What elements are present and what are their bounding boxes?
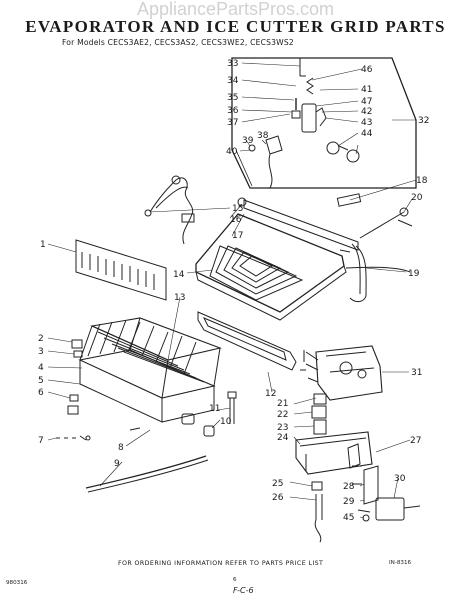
callout-14: 14 bbox=[173, 270, 185, 280]
callout-11: 11 bbox=[209, 404, 220, 414]
callout-31: 31 bbox=[411, 368, 422, 378]
callout-35: 35 bbox=[227, 93, 238, 103]
handwritten-mark: F-C-6 bbox=[233, 586, 254, 595]
page-title: EVAPORATOR AND ICE CUTTER GRID PARTS bbox=[25, 17, 446, 36]
callout-10: 10 bbox=[220, 417, 232, 427]
callout-45: 45 bbox=[343, 513, 354, 523]
callout-15: 15 bbox=[232, 204, 243, 214]
callout-23: 23 bbox=[277, 423, 288, 433]
callout-41: 41 bbox=[361, 85, 372, 95]
callout-21: 21 bbox=[277, 399, 288, 409]
page-number: 6 bbox=[233, 577, 237, 583]
callout-27: 27 bbox=[410, 436, 421, 446]
callout-37: 37 bbox=[227, 118, 238, 128]
callout-13: 13 bbox=[174, 293, 185, 303]
callout-6: 6 bbox=[38, 388, 44, 398]
callout-24: 24 bbox=[277, 433, 289, 443]
callout-44: 44 bbox=[361, 129, 373, 139]
callout-17: 17 bbox=[232, 231, 243, 241]
document-code: 980316 bbox=[6, 580, 28, 586]
callout-40: 40 bbox=[226, 147, 238, 157]
callout-20: 20 bbox=[411, 193, 423, 203]
callout-19: 19 bbox=[408, 269, 420, 279]
callout-29: 29 bbox=[343, 497, 355, 507]
callout-25: 25 bbox=[272, 479, 283, 489]
callout-30: 30 bbox=[394, 474, 406, 484]
ordering-note: FOR ORDERING INFORMATION REFER TO PARTS … bbox=[118, 560, 324, 567]
callout-18: 18 bbox=[416, 176, 428, 186]
callout-46: 46 bbox=[361, 65, 373, 75]
callout-33: 33 bbox=[227, 59, 238, 69]
callout-42: 42 bbox=[361, 107, 372, 117]
callout-39: 39 bbox=[242, 136, 254, 146]
callout-34: 34 bbox=[227, 76, 239, 86]
callout-3: 3 bbox=[38, 347, 44, 357]
callout-8: 8 bbox=[118, 443, 124, 453]
model-list: For Models CECS3AE2, CECS3AS2, CECS3WE2,… bbox=[62, 38, 294, 47]
callout-38: 38 bbox=[257, 131, 269, 141]
callout-2: 2 bbox=[38, 334, 44, 344]
watermark: AppliancePartsPros.com bbox=[136, 0, 335, 19]
callout-4: 4 bbox=[38, 363, 44, 373]
callout-22: 22 bbox=[277, 410, 288, 420]
callout-5: 5 bbox=[38, 376, 44, 386]
callout-26: 26 bbox=[272, 493, 284, 503]
illustration-code: IN-8316 bbox=[389, 560, 412, 566]
callout-47: 47 bbox=[361, 97, 372, 107]
callout-9: 9 bbox=[114, 459, 120, 469]
callout-7: 7 bbox=[38, 436, 44, 446]
callout-36: 36 bbox=[227, 106, 239, 116]
callout-16: 16 bbox=[230, 215, 242, 225]
callout-28: 28 bbox=[343, 482, 355, 492]
callout-1: 1 bbox=[40, 240, 46, 250]
callout-12: 12 bbox=[265, 389, 276, 399]
callout-43: 43 bbox=[361, 118, 372, 128]
callout-32: 32 bbox=[418, 116, 429, 126]
